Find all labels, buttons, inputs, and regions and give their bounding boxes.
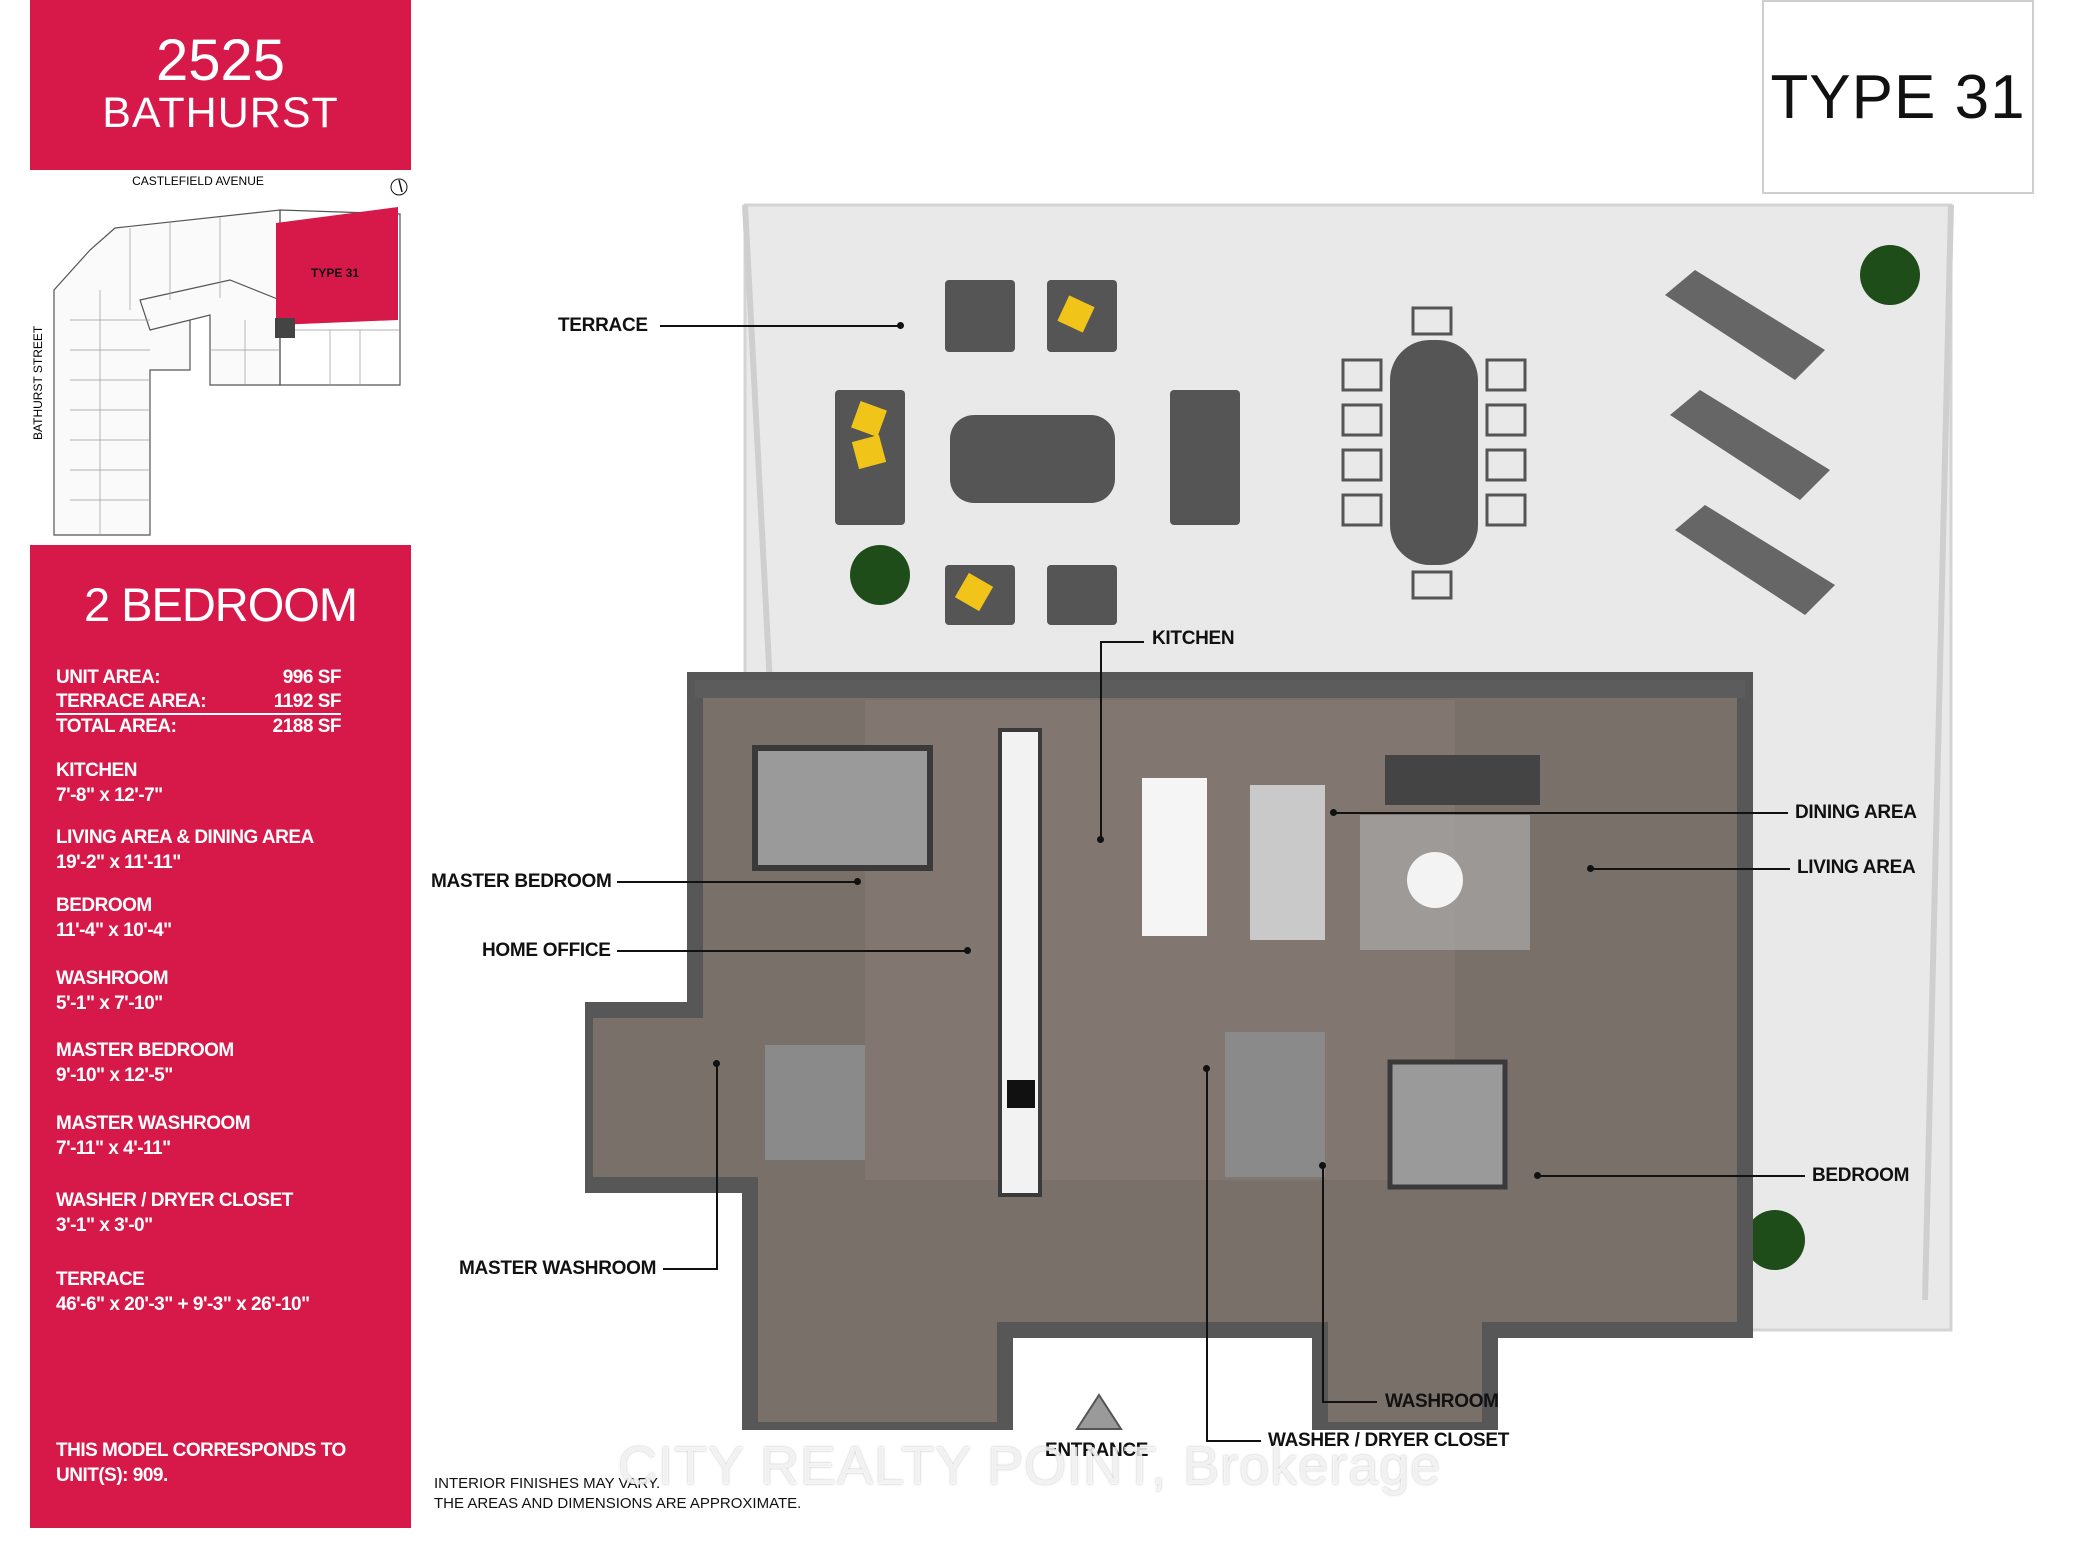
label-bedroom: BEDROOM	[1812, 1165, 1910, 1186]
elevator-core	[275, 318, 295, 338]
project-title-block: 2525 BATHURST	[30, 0, 411, 170]
cushion-icons	[851, 295, 1095, 612]
label-master-washroom: MASTER WASHROOM	[459, 1258, 657, 1279]
area-row-terrace: TERRACE AREA:1192 SF	[56, 691, 342, 715]
key-plan: CASTLEFIELD AVENUE BATHURST STREET TYPE …	[30, 170, 411, 542]
floor-plan	[585, 203, 1954, 1430]
label-washroom: WASHROOM	[1385, 1391, 1499, 1412]
label-master-bedroom: MASTER BEDROOM	[431, 871, 612, 892]
key-plan-drawing: CASTLEFIELD AVENUE BATHURST STREET TYPE …	[31, 174, 408, 536]
bedroom-bed	[1387, 1059, 1508, 1190]
key-plan-highlight-unit	[276, 207, 398, 325]
label-washer-dryer-closet: WASHER / DRYER CLOSET	[1268, 1430, 1510, 1451]
watermark: CITY REALTY POINT, Brokerage	[618, 1436, 1442, 1496]
sofa	[1385, 755, 1540, 805]
coffee-table	[1407, 852, 1463, 908]
label-terrace: TERRACE	[558, 315, 648, 336]
project-number: 2525	[155, 28, 286, 93]
washroom-floor	[1225, 1032, 1325, 1177]
unit-dividers	[70, 217, 400, 535]
project-street: BATHURST	[102, 89, 339, 137]
north-arrow-icon	[390, 178, 408, 196]
bedroom-count: 2 BEDROOM	[83, 578, 358, 631]
kitchen-island	[1142, 778, 1207, 936]
area-row-total: TOTAL AREA:2188 SF	[56, 716, 342, 737]
label-kitchen: KITCHEN	[1152, 628, 1235, 649]
key-plan-top-street: CASTLEFIELD AVENUE	[132, 174, 264, 188]
label-entrance: ENTRANCE	[1045, 1440, 1149, 1461]
sun-loungers	[1665, 270, 1835, 615]
unit-type-label: TYPE 31	[1762, 0, 2034, 194]
key-plan-highlight-label: TYPE 31	[311, 266, 359, 280]
spec-panel: 2 BEDROOM UNIT AREA:996 SF TERRACE AREA:…	[30, 545, 411, 1528]
entrance-arrow-icon	[1075, 1393, 1123, 1430]
disclaimer: INTERIOR FINISHES MAY VARY. THE AREAS AN…	[434, 1475, 802, 1512]
master-bed	[752, 745, 933, 871]
plant-icons	[850, 245, 1920, 1270]
label-home-office: HOME OFFICE	[482, 940, 611, 961]
master-washroom-floor	[765, 1045, 865, 1160]
kitchen-counter	[998, 728, 1042, 1197]
terrace-lounge-set	[835, 280, 1240, 625]
dining-table	[1250, 785, 1325, 940]
label-living-area: LIVING AREA	[1797, 857, 1916, 878]
terrace-dining-set	[1341, 306, 1527, 600]
area-row-unit: UNIT AREA:996 SF	[56, 667, 342, 688]
exterior-wall	[695, 680, 1745, 698]
label-dining-area: DINING AREA	[1795, 802, 1917, 823]
cooktop-icon	[1007, 1080, 1035, 1108]
key-plan-side-street: BATHURST STREET	[31, 325, 45, 440]
